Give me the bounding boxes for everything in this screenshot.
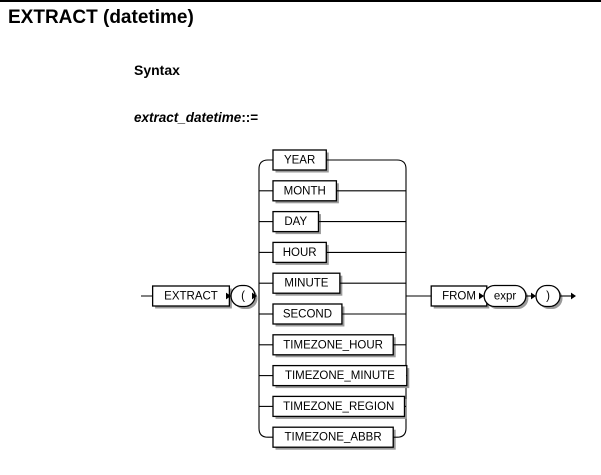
- right-rail-lower: [396, 296, 407, 438]
- alt-minute-label: MINUTE: [284, 278, 328, 290]
- extract-keyword-label: EXTRACT: [164, 291, 218, 303]
- alt-month-label: MONTH: [284, 185, 326, 197]
- alt-year-label: YEAR: [284, 155, 315, 167]
- alt-second-label: SECOND: [283, 309, 332, 321]
- alt-timezone-abbr-label: TIMEZONE_ABBR: [285, 432, 382, 444]
- syntax-heading: Syntax: [134, 62, 180, 78]
- exit-arrowhead: [571, 292, 576, 300]
- left-rail-lower: [258, 296, 273, 438]
- arrowhead-fork-entry: [252, 292, 257, 300]
- production-assign: ::=: [241, 110, 259, 125]
- from-keyword-label: FROM: [442, 291, 476, 303]
- open-paren-label: (: [241, 291, 245, 303]
- close-paren-label: ): [546, 291, 550, 303]
- alt-timezone-minute-label: TIMEZONE_MINUTE: [285, 370, 395, 382]
- alt-timezone-region-label: TIMEZONE_REGION: [283, 401, 394, 413]
- arrowhead-open-paren: [226, 292, 231, 300]
- header-rule: [0, 0, 601, 2]
- production-name: extract_datetime: [134, 110, 242, 125]
- right-rail-upper: [396, 159, 407, 296]
- alt-day-label: DAY: [284, 216, 307, 228]
- expr-token-label: expr: [494, 291, 517, 303]
- page-title: EXTRACT (datetime): [8, 7, 194, 28]
- alt-timezone-hour-label: TIMEZONE_HOUR: [283, 339, 383, 351]
- production-label: extract_datetime::=: [134, 110, 258, 125]
- alt-hour-label: HOUR: [283, 247, 317, 259]
- left-rail-upper: [258, 159, 273, 296]
- arrowhead-close-paren: [531, 292, 536, 300]
- arrowhead-expr: [479, 292, 484, 300]
